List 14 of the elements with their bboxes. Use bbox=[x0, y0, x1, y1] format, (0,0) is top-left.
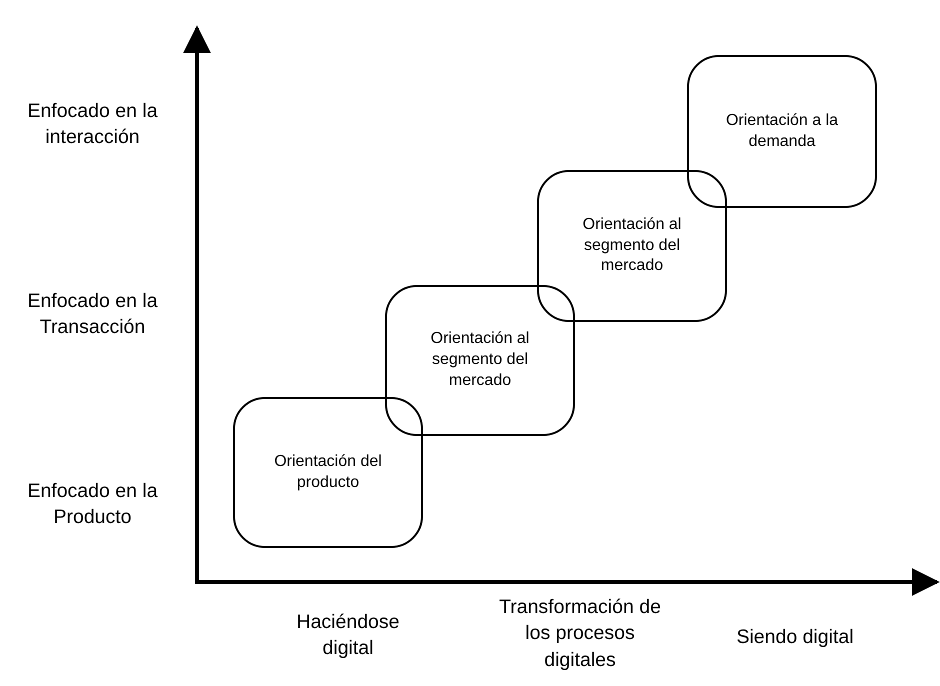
box-text: Orientación al segmento del mercado bbox=[430, 329, 530, 391]
rounded-box bbox=[537, 170, 727, 322]
axis-label: Enfocado en la Transacción bbox=[26, 289, 159, 340]
axis-label: Enfocado en la interacción bbox=[26, 99, 159, 150]
axis-label: Siendo digital bbox=[735, 625, 855, 650]
axis-label: Transformación de los procesos digitales bbox=[498, 595, 662, 673]
rounded-box bbox=[385, 285, 575, 436]
box-text: Orientación a la demanda bbox=[724, 110, 840, 152]
axis-label: Haciéndose digital bbox=[296, 610, 400, 662]
rounded-box bbox=[233, 397, 423, 548]
box-text: Orientación al segmento del mercado bbox=[582, 214, 682, 276]
box-text: Orientación del producto bbox=[273, 452, 383, 492]
axis-label: Enfocado en la Producto bbox=[26, 479, 159, 530]
rounded-box bbox=[687, 55, 877, 208]
